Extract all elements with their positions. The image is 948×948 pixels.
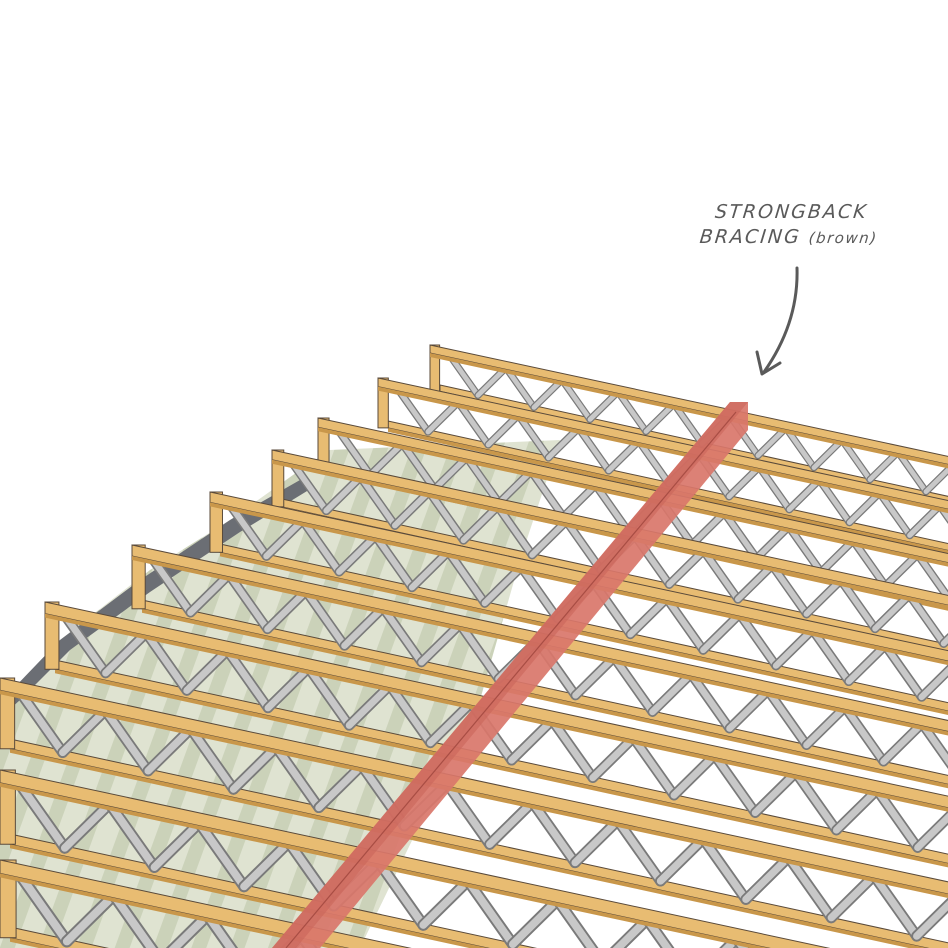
annotation-note: (brown) (807, 229, 879, 247)
annotation-arrow-icon (755, 266, 799, 376)
strongback-bracing (272, 402, 748, 948)
annotation-line-2-text: BRACING (698, 226, 803, 248)
strongback-annotation: STRONGBACK BRACING (brown) (687, 200, 892, 251)
annotation-line-2: BRACING (brown) (687, 225, 890, 251)
annotation-line-1: STRONGBACK (713, 201, 869, 223)
